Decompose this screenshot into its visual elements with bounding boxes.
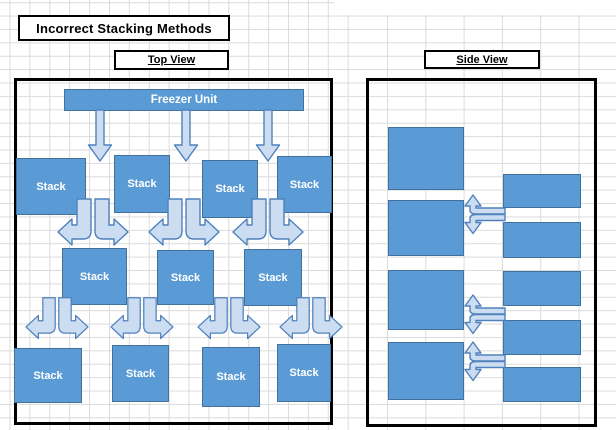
split-arrow-icon: [279, 297, 343, 340]
pallet-segment: [388, 342, 464, 400]
gridlines-blank-patch: [334, 0, 616, 15]
airflow-elbow-arrow-icon: [464, 194, 506, 235]
top-view-panel: [14, 78, 333, 425]
split-arrow-icon: [57, 198, 129, 246]
stack-box: Stack: [202, 347, 260, 407]
split-arrow-icon: [148, 198, 220, 246]
page-title: Incorrect Stacking Methods: [18, 15, 230, 41]
stack-box: Stack: [157, 250, 214, 305]
stack-box: Stack: [14, 348, 82, 403]
pallet-segment: [503, 271, 581, 306]
stack-box: Stack: [62, 248, 127, 305]
split-arrow-icon: [232, 198, 304, 246]
side-view-panel: [366, 78, 597, 427]
stack-box: Stack: [277, 156, 332, 213]
stack-box: Stack: [16, 158, 86, 215]
split-arrow-icon: [110, 297, 174, 340]
pallet-segment: [503, 174, 581, 208]
pallet-segment: [503, 222, 581, 258]
stack-box: Stack: [114, 155, 170, 213]
down-arrow-icon: [255, 109, 281, 162]
pallet-segment: [503, 320, 581, 355]
down-arrow-icon: [87, 109, 113, 162]
stack-box: Stack: [112, 345, 169, 402]
airflow-elbow-arrow-icon: [464, 294, 506, 335]
pallet-segment: [388, 127, 464, 190]
pallet-segment: [388, 270, 464, 330]
freezer-unit-box: Freezer Unit: [64, 89, 304, 111]
side-view-label: Side View: [424, 50, 540, 69]
down-arrow-icon: [173, 109, 199, 162]
pallet-segment: [388, 200, 464, 256]
stack-box: Stack: [202, 160, 258, 218]
split-arrow-icon: [25, 297, 89, 340]
top-view-label: Top View: [114, 50, 229, 70]
pallet-segment: [503, 367, 581, 402]
stack-box: Stack: [244, 249, 302, 306]
stack-box: Stack: [277, 344, 331, 402]
split-arrow-icon: [197, 297, 261, 340]
airflow-elbow-arrow-icon: [464, 341, 506, 382]
